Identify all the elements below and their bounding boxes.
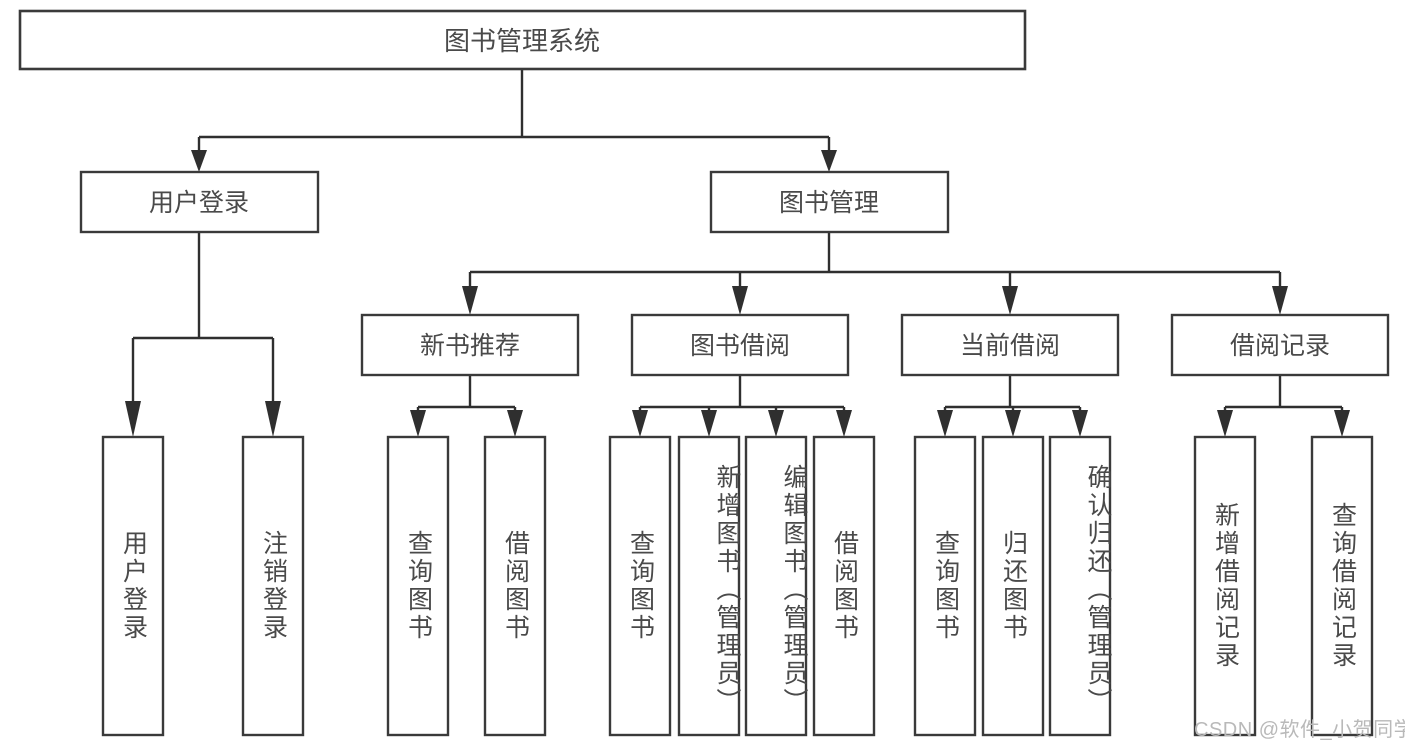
arrow-to-leaf-rec-add-record (1217, 410, 1233, 437)
arrow-to-book-manage (821, 150, 837, 172)
leaf-rec-add-record-box[interactable] (1193, 435, 1257, 737)
arrow-to-leaf-bor-add-book (701, 410, 717, 437)
arrow-to-leaf-rec-query-book (410, 410, 426, 437)
node-user-login-box[interactable] (79, 170, 320, 234)
leaf-user-login-box[interactable] (101, 435, 165, 737)
arrow-to-current-borrow (1002, 286, 1018, 315)
leaf-rec-query-book-box[interactable] (386, 435, 450, 737)
node-root-box[interactable] (18, 9, 1027, 71)
node-book-manage-label: 图书管理 (779, 189, 879, 217)
leaf-rec-borrow-book-box[interactable] (483, 435, 547, 737)
arrow-to-leaf-rec-borrow-book (507, 410, 523, 437)
arrow-to-leaf-cur-return-book (1005, 410, 1021, 437)
arrow-to-borrow-record (1272, 286, 1288, 315)
arrow-to-user-login (191, 150, 207, 172)
node-book-borrow-label: 图书借阅 (690, 332, 790, 360)
leaf-bor-edit-book-box[interactable] (744, 435, 808, 737)
arrow-to-book-borrow (732, 286, 748, 315)
node-current-borrow-box[interactable] (900, 313, 1120, 377)
node-root-label: 图书管理系统 (444, 26, 600, 56)
arrow-to-leaf-logout (265, 401, 281, 437)
leaf-bor-add-book-box[interactable] (677, 435, 741, 737)
arrow-to-leaf-cur-confirm-return (1072, 410, 1088, 437)
arrow-to-leaf-rec-query-record (1334, 410, 1350, 437)
arrow-to-leaf-user-login (125, 401, 141, 437)
arrow-to-leaf-cur-query-book (937, 410, 953, 437)
node-borrow-record-box[interactable] (1170, 313, 1390, 377)
leaf-cur-confirm-return-box[interactable] (1048, 435, 1112, 737)
node-layer: 图书管理系统 用户登录 图书管理 新书推荐 图书借阅 当前借阅 借阅记录 (18, 9, 1390, 737)
arrow-to-new-book-rec (462, 286, 478, 315)
node-current-borrow-label: 当前借阅 (960, 332, 1060, 360)
arrow-to-leaf-bor-edit-book (768, 410, 784, 437)
leaf-cur-query-book-box[interactable] (913, 435, 977, 737)
leaf-rec-query-record-box[interactable] (1310, 435, 1374, 737)
csdn-watermark: CSDN @软件_小贺同学 (1194, 719, 1405, 741)
arrow-to-leaf-bor-borrow-book (836, 410, 852, 437)
leaf-bor-borrow-book-box[interactable] (812, 435, 876, 737)
node-borrow-record-label: 借阅记录 (1230, 332, 1330, 360)
edge-layer (125, 69, 1350, 437)
node-book-manage-box[interactable] (709, 170, 950, 234)
node-book-borrow-box[interactable] (630, 313, 850, 377)
node-user-login-label: 用户登录 (149, 189, 249, 217)
leaf-logout-box[interactable] (241, 435, 305, 737)
leaf-cur-return-book-box[interactable] (981, 435, 1045, 737)
node-new-book-rec-box[interactable] (360, 313, 580, 377)
node-new-book-rec-label: 新书推荐 (420, 332, 520, 360)
leaf-bor-query-book-box[interactable] (608, 435, 672, 737)
arrow-to-leaf-bor-query-book (632, 410, 648, 437)
